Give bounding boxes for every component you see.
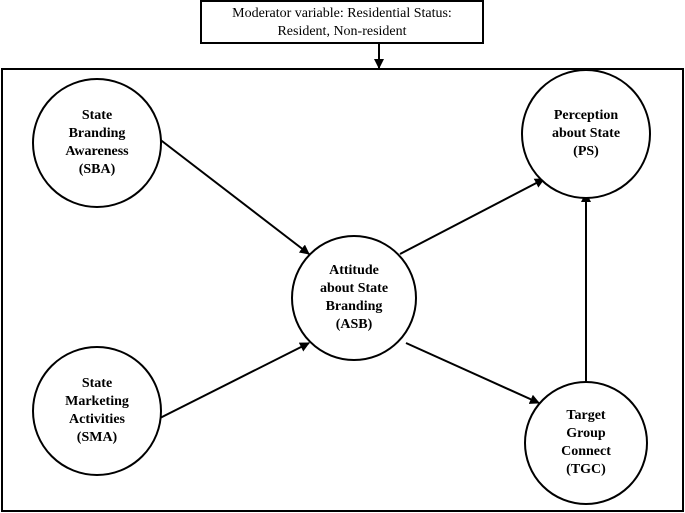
- node-sba-circle: [32, 78, 162, 208]
- moderator-box: [200, 0, 484, 44]
- edge-asb-to-ps: [399, 178, 545, 255]
- node-sma-line: (SMA): [76, 430, 118, 445]
- node-asb-line: Attitude: [329, 263, 379, 278]
- node-sma-circle: [32, 346, 162, 476]
- node-asb-line: (ASB): [335, 317, 373, 332]
- node-ps-line: (PS): [573, 144, 599, 159]
- edge-sba-to-asb: [157, 137, 310, 255]
- node-asb-circle: [291, 235, 417, 361]
- node-sba-line: Branding: [68, 126, 126, 141]
- node-sma-line: Marketing: [65, 394, 129, 409]
- node-tgc-line: (TGC): [566, 462, 606, 477]
- node-tgc-line: Target: [566, 408, 606, 423]
- node-tgc-label: Target Group Connect (TGC): [526, 403, 646, 483]
- node-sba-label: State Branding Awareness (SBA): [37, 103, 157, 183]
- node-sba-line: (SBA): [78, 162, 116, 177]
- node-tgc-line: Connect: [561, 444, 611, 459]
- edge-asb-to-tgc: [405, 342, 540, 404]
- node-asb-label: Attitude about State Branding (ASB): [294, 258, 414, 338]
- model-frame: [1, 68, 684, 512]
- node-tgc-line: Group: [566, 426, 606, 441]
- node-ps-line: Perception: [553, 108, 619, 123]
- moderator-label: Moderator variable: Residential Status: …: [203, 3, 481, 43]
- node-ps-label: Perception about State (PS): [526, 103, 646, 165]
- node-sba-line: State: [81, 108, 113, 123]
- node-ps-line: about State: [551, 126, 621, 141]
- node-sma-line: Activities: [69, 412, 125, 427]
- node-asb-line: Branding: [325, 299, 383, 314]
- moderator-line-2: Resident, Non-resident: [277, 24, 407, 39]
- node-asb-line: about State: [319, 281, 389, 296]
- edge-sma-to-asb: [159, 342, 310, 419]
- node-tgc-circle: [524, 381, 648, 505]
- node-sma-label: State Marketing Activities (SMA): [37, 371, 157, 451]
- node-ps-circle: [521, 69, 651, 199]
- node-sba-line: Awareness: [65, 144, 129, 159]
- moderator-line-1: Moderator variable: Residential Status:: [232, 6, 452, 21]
- node-sma-line: State: [81, 376, 113, 391]
